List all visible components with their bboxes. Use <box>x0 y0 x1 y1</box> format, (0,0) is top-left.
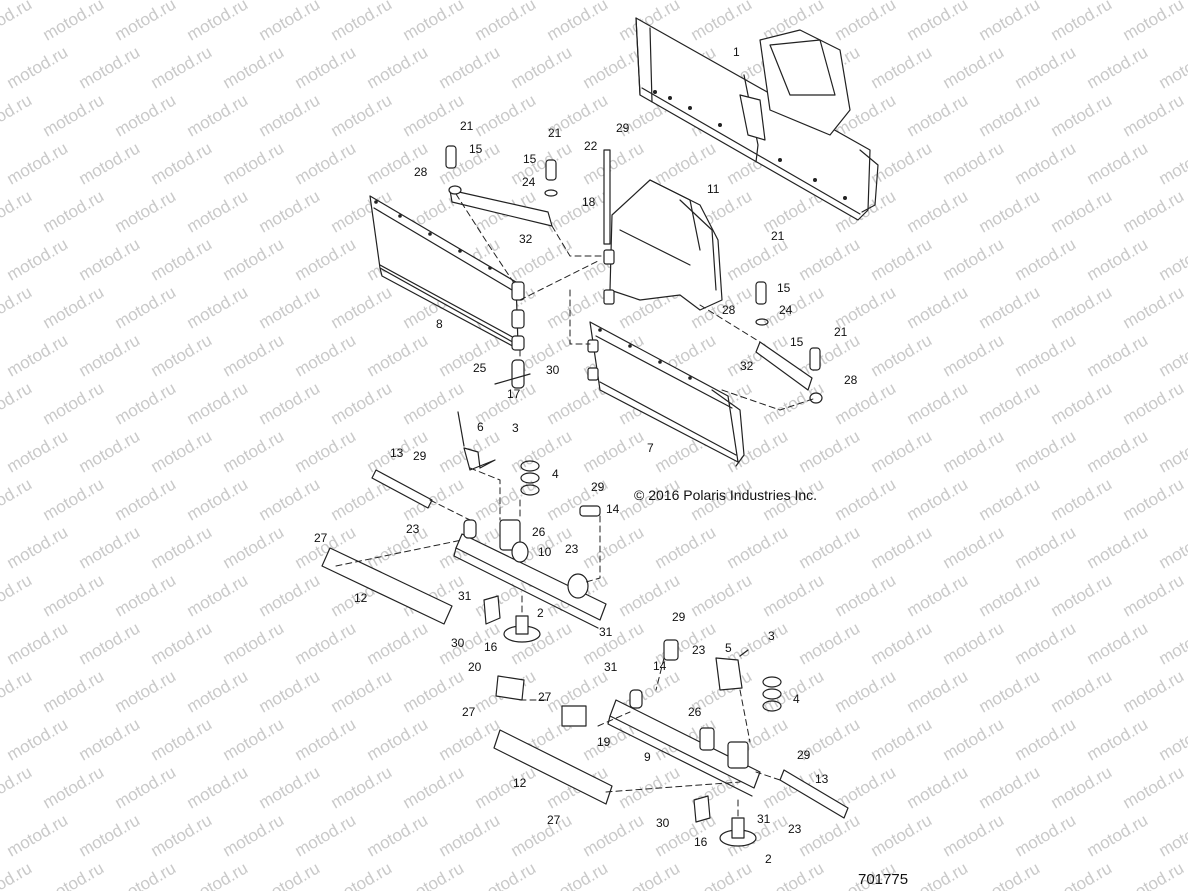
callout-21: 21 <box>834 325 848 339</box>
callout-11: 11 <box>707 182 720 196</box>
callout-3: 3 <box>768 629 775 643</box>
callout-3: 3 <box>512 421 519 435</box>
callout-31: 31 <box>599 625 613 639</box>
callout-17: 17 <box>507 387 521 401</box>
callout-24: 24 <box>522 175 536 189</box>
callout-29: 29 <box>797 748 811 762</box>
callout-14: 14 <box>606 502 620 516</box>
callout-30: 30 <box>451 636 465 650</box>
callout-16: 16 <box>694 835 708 849</box>
callout-2: 2 <box>765 852 772 866</box>
callout-4: 4 <box>793 692 800 706</box>
callout-8: 8 <box>436 317 443 331</box>
callout-28: 28 <box>722 303 736 317</box>
callout-13: 13 <box>390 446 404 460</box>
callout-18: 18 <box>582 195 596 209</box>
callout-23: 23 <box>692 643 706 657</box>
callout-15: 15 <box>790 335 804 349</box>
callout-1: 1 <box>733 45 740 59</box>
callout-27: 27 <box>547 813 561 827</box>
callout-29: 29 <box>591 480 605 494</box>
lower-mount-assembly-a <box>321 411 607 643</box>
callout-12: 12 <box>354 591 368 605</box>
callout-12: 12 <box>513 776 527 790</box>
callout-13: 13 <box>815 772 829 786</box>
callout-15: 15 <box>469 142 483 156</box>
callout-27: 27 <box>538 690 552 704</box>
callout-14: 14 <box>653 659 667 673</box>
callout-26: 26 <box>688 705 702 719</box>
callout-28: 28 <box>844 373 858 387</box>
callout-7: 7 <box>647 441 654 455</box>
callout-16: 16 <box>484 640 498 654</box>
dashed-leaders-middle <box>335 467 601 617</box>
callout-31: 31 <box>757 812 771 826</box>
callout-21: 21 <box>460 119 474 133</box>
callout-31: 31 <box>458 589 472 603</box>
pins-and-cylinders <box>445 145 823 404</box>
callout-23: 23 <box>406 522 420 536</box>
callout-27: 27 <box>314 531 328 545</box>
callout-19: 19 <box>597 735 611 749</box>
dashed-leaders-lower <box>519 657 781 819</box>
lower-mount-assembly-b <box>493 639 849 847</box>
callout-23: 23 <box>565 542 579 556</box>
plow-blade-assembly <box>635 17 879 221</box>
callout-31: 31 <box>604 660 618 674</box>
callout-2: 2 <box>537 606 544 620</box>
callout-4: 4 <box>552 467 559 481</box>
callout-24: 24 <box>779 303 793 317</box>
callout-29: 29 <box>413 449 427 463</box>
callout-5: 5 <box>725 641 732 655</box>
callout-6: 6 <box>477 420 484 434</box>
copyright-notice: © 2016 Polaris Industries Inc. <box>634 487 817 503</box>
callout-30: 30 <box>546 363 560 377</box>
callout-23: 23 <box>788 822 802 836</box>
callout-30: 30 <box>656 816 670 830</box>
callout-26: 26 <box>532 525 546 539</box>
callout-29: 29 <box>616 121 630 135</box>
callout-20: 20 <box>468 660 482 674</box>
center-frame <box>603 179 723 311</box>
callout-22: 22 <box>584 139 598 153</box>
right-wing-blade <box>587 321 745 467</box>
dashed-leaders-upper <box>455 193 817 411</box>
callout-10: 10 <box>538 545 552 559</box>
callout-15: 15 <box>777 281 791 295</box>
callout-29: 29 <box>672 610 686 624</box>
drawing-number: 701775 <box>858 871 908 888</box>
callout-15: 15 <box>523 152 537 166</box>
left-wing-blade <box>369 195 525 351</box>
callout-27: 27 <box>462 705 476 719</box>
callout-28: 28 <box>414 165 428 179</box>
callout-21: 21 <box>771 229 785 243</box>
callout-21: 21 <box>548 126 562 140</box>
callout-32: 32 <box>519 232 533 246</box>
callout-32: 32 <box>740 359 754 373</box>
callout-9: 9 <box>644 750 651 764</box>
callout-25: 25 <box>473 361 487 375</box>
